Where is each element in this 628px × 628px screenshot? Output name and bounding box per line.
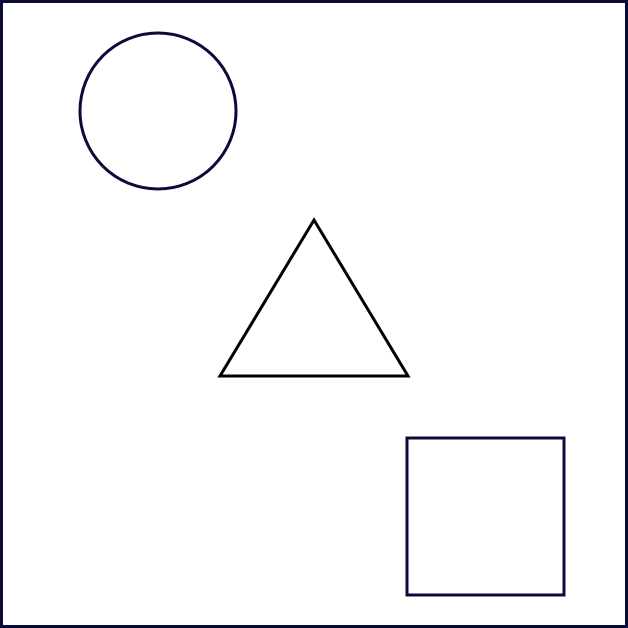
square-shape bbox=[405, 436, 566, 597]
triangle-shape bbox=[217, 217, 411, 378]
circle-shape bbox=[78, 31, 238, 191]
